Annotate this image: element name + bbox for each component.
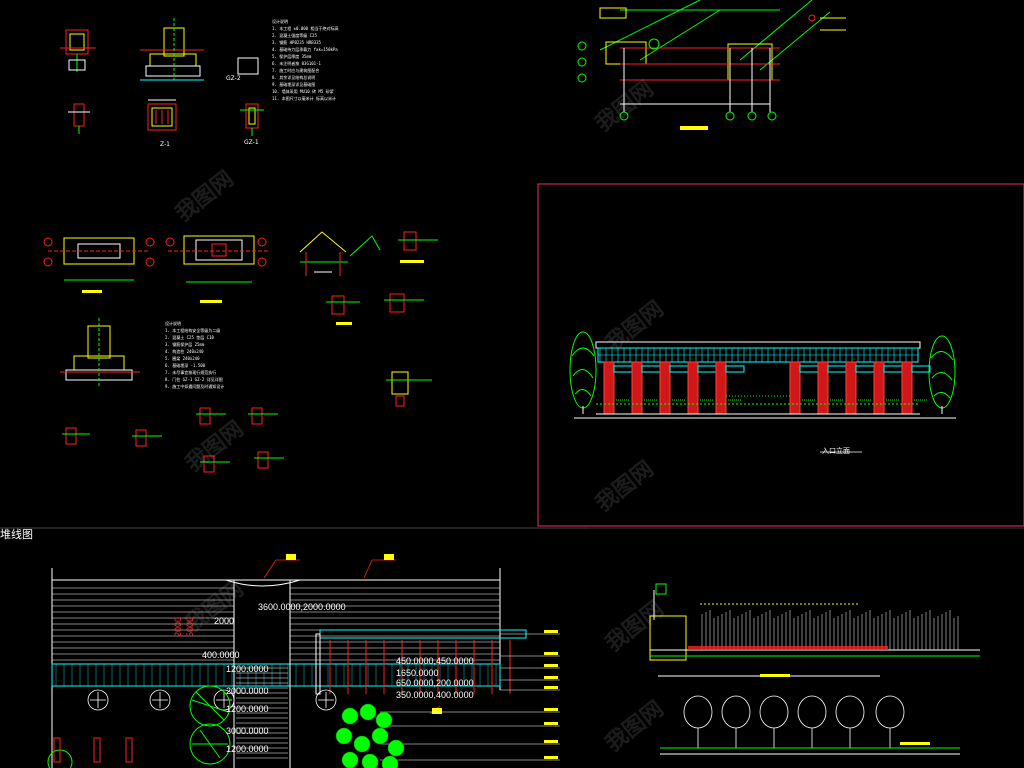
bottom-right-sections <box>590 527 1024 755</box>
shrub <box>361 753 379 768</box>
top-center-section <box>577 0 846 130</box>
pergola-post <box>873 361 885 415</box>
entrance-elevation-frame <box>537 183 1024 527</box>
tree-left <box>569 331 597 414</box>
pier-detail-c <box>386 371 432 407</box>
pergola-post <box>901 361 913 415</box>
section-tree <box>759 695 789 729</box>
dim-red-1: 2000 <box>173 616 184 638</box>
design-notes-mid: 设计说明 1. 本工程结构安全等级为二级 2. 混凝土 C25 垫层 C10 3. 钢… <box>165 320 224 390</box>
section-tree <box>797 695 827 729</box>
note-line: 1. 本工程 ±0.000 相当于绝对标高 <box>272 26 339 31</box>
pergola-post <box>603 361 615 415</box>
note-line: 9. 施工中如遇问题及时通知设计 <box>165 384 225 389</box>
note-line: 8. 门柱 GZ-1 GZ-2 详见详图 <box>165 377 223 382</box>
shrub <box>375 711 393 729</box>
dim-1: 3600.0000,2000.0000 <box>258 602 346 612</box>
dim-3: 400.0000 <box>202 650 240 660</box>
dim-12: 350.0000,400.0000 <box>396 690 474 700</box>
footing-detail-1 <box>140 18 204 81</box>
section-tree <box>875 695 905 729</box>
small-column-sections <box>62 407 284 473</box>
shrub <box>359 703 377 721</box>
dim-5: 2000.0000 <box>226 686 269 696</box>
pergola-elevation <box>574 341 956 419</box>
note-line: 10. 墙体采用 MU10 砖 M5 砂浆 <box>272 89 334 94</box>
shrub <box>371 727 389 745</box>
elevation-caption: 入口立面 <box>822 447 850 455</box>
note-line: 7. 施工时应与建筑图配合 <box>272 68 320 73</box>
pergola-post <box>789 361 801 415</box>
pergola-post <box>659 361 671 415</box>
note-line: 2. 混凝土 C25 垫层 C10 <box>165 335 214 340</box>
label-gz-2: GZ-2 <box>226 75 241 82</box>
pergola-post <box>845 361 857 415</box>
note-line: 7. 未尽事宜按现行规范执行 <box>165 370 217 375</box>
base-plan-1 <box>43 237 155 293</box>
label-z-1: Z-1 <box>160 141 170 148</box>
label-gz-1: GZ-1 <box>244 139 259 146</box>
gz-column-detail <box>237 57 264 136</box>
dim-9: 450.0000,450.0000 <box>396 656 474 666</box>
note-line: 3. 钢筋保护层 25mm <box>165 342 205 347</box>
note-line: 6. 基础埋深 -1.500 <box>165 363 206 368</box>
dim-7: 3000.0000 <box>226 726 269 736</box>
pier-detail-b <box>326 293 424 325</box>
note-line: 9. 基础埋深详见基础图 <box>272 82 316 87</box>
section-tree <box>835 695 865 729</box>
site-plan <box>0 527 1024 768</box>
note-line: 1. 本工程结构安全等级为二级 <box>165 328 221 333</box>
column-detail-2 <box>68 103 90 134</box>
note-line: 2. 混凝土强度等级 C25 <box>272 33 317 38</box>
roof-detail <box>299 231 381 276</box>
note-line: 设计说明 <box>272 19 288 24</box>
shrub <box>341 707 359 725</box>
note-line: 5. 保护层厚度 35mm <box>272 54 312 59</box>
shrub <box>335 727 353 745</box>
pergola-post <box>715 361 727 415</box>
tree-right <box>928 335 956 414</box>
dim-red-2: 5000 <box>185 616 196 638</box>
note-line: 5. 圈梁 240x240 <box>165 356 200 361</box>
pergola-post <box>631 361 643 415</box>
column-detail-1 <box>60 29 96 72</box>
note-line: 设计说明 <box>165 321 181 326</box>
dim-8: 1200.0000 <box>226 744 269 754</box>
note-line: 3. 钢筋 HPB235 HRB335 <box>272 40 321 45</box>
note-line: 11. 本图尺寸以毫米计 标高以米计 <box>272 96 337 101</box>
pergola-post <box>817 361 829 415</box>
shrub <box>387 739 405 757</box>
design-notes-top: 设计说明 1. 本工程 ±0.000 相当于绝对标高 2. 混凝土强度等级 C25 3… <box>272 18 339 102</box>
pier-detail-a <box>398 231 438 263</box>
note-line: 4. 构造柱 240x240 <box>165 349 204 354</box>
mid-left-details <box>43 231 438 473</box>
section-tree <box>721 695 751 729</box>
footing-section-big <box>60 318 140 386</box>
pergola-post <box>687 361 699 415</box>
base-plan-2 <box>165 235 268 303</box>
dim-4: 1200.0000 <box>226 664 269 674</box>
note-line: 4. 基础持力层承载力 fak=150kPa <box>272 47 338 52</box>
z1-plan <box>147 99 177 131</box>
dim-11: 650.0000,200.0000 <box>396 678 474 688</box>
dim-10: 1650.0000 <box>396 668 439 678</box>
shrub <box>353 735 371 753</box>
note-line: 8. 其余详见结构总说明 <box>272 75 316 80</box>
dim-6: 1200.0000 <box>226 704 269 714</box>
shrub <box>381 755 399 768</box>
plan-title: 堆线图 <box>0 528 33 541</box>
top-left-details: GZ-2 Z-1 GZ-1 <box>60 18 264 148</box>
dim-2: 2000 <box>214 616 235 626</box>
shrub <box>341 751 359 768</box>
note-line: 6. 未注明者按 03G101-1 <box>272 61 321 66</box>
